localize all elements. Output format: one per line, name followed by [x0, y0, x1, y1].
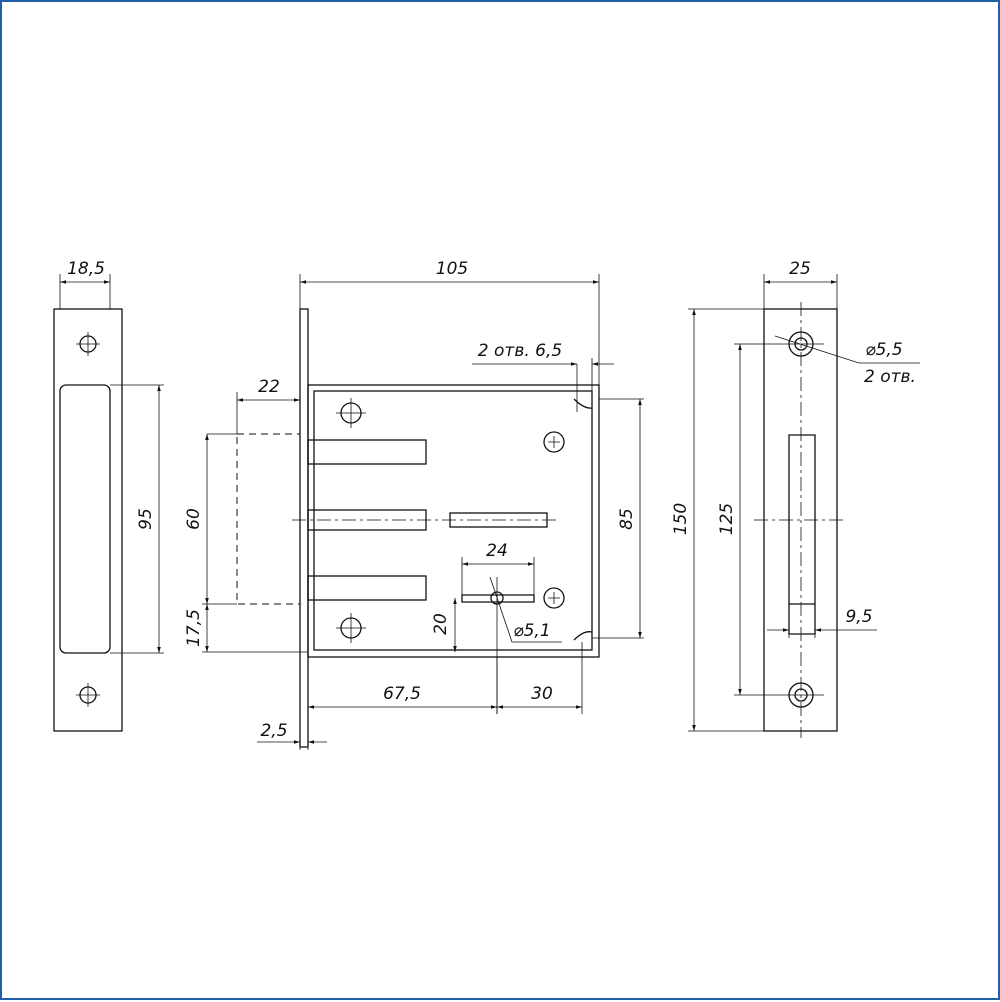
dim-keyhole-diameter: ⌀5,1	[513, 621, 550, 641]
dim-bolt-throw: 22	[258, 377, 280, 397]
holes-note: 2 отв. 6,5	[478, 341, 562, 361]
dim-plate-height: 150	[671, 503, 691, 535]
dim-keyhole-width: 24	[486, 541, 508, 561]
dim-hole-spacing: 125	[717, 503, 737, 535]
mounting-hole-icon	[336, 613, 366, 643]
dim-overall-width: 105	[436, 259, 468, 279]
dim-faceplate-thickness: 2,5	[260, 721, 287, 741]
bolt	[307, 439, 427, 465]
right-view: 25 150 125 9,5 ⌀5,5 2 отв.	[671, 259, 920, 738]
bolt	[307, 575, 427, 601]
mounting-hole-icon	[76, 332, 100, 356]
dim-body-height: 85	[617, 508, 637, 530]
mounting-hole-icon	[76, 683, 100, 707]
screw-icon	[543, 587, 565, 609]
dim-left-height: 95	[136, 508, 156, 530]
screw-icon	[543, 431, 565, 453]
dim-left-width: 18,5	[67, 259, 105, 279]
mounting-hole-icon	[336, 398, 366, 428]
dim-plate-width: 25	[789, 259, 811, 279]
dim-hole-diameter: ⌀5,5	[865, 340, 902, 360]
dim-bolt-span: 60	[184, 508, 204, 530]
left-view: 18,5 95	[53, 259, 164, 732]
dim-bolt-offset: 17,5	[184, 609, 204, 647]
dim-slot-width: 9,5	[845, 607, 872, 627]
dim-keyhole-height: 20	[431, 613, 451, 635]
keyhole	[461, 577, 535, 714]
main-view: 105 22 60 17,5 85 2 отв. 6,5 24 20 ⌀5,1 …	[184, 259, 644, 750]
hole-count: 2 отв.	[864, 367, 916, 387]
dim-backset: 67,5	[383, 684, 421, 704]
dim-keyhole-to-edge: 30	[531, 684, 553, 704]
